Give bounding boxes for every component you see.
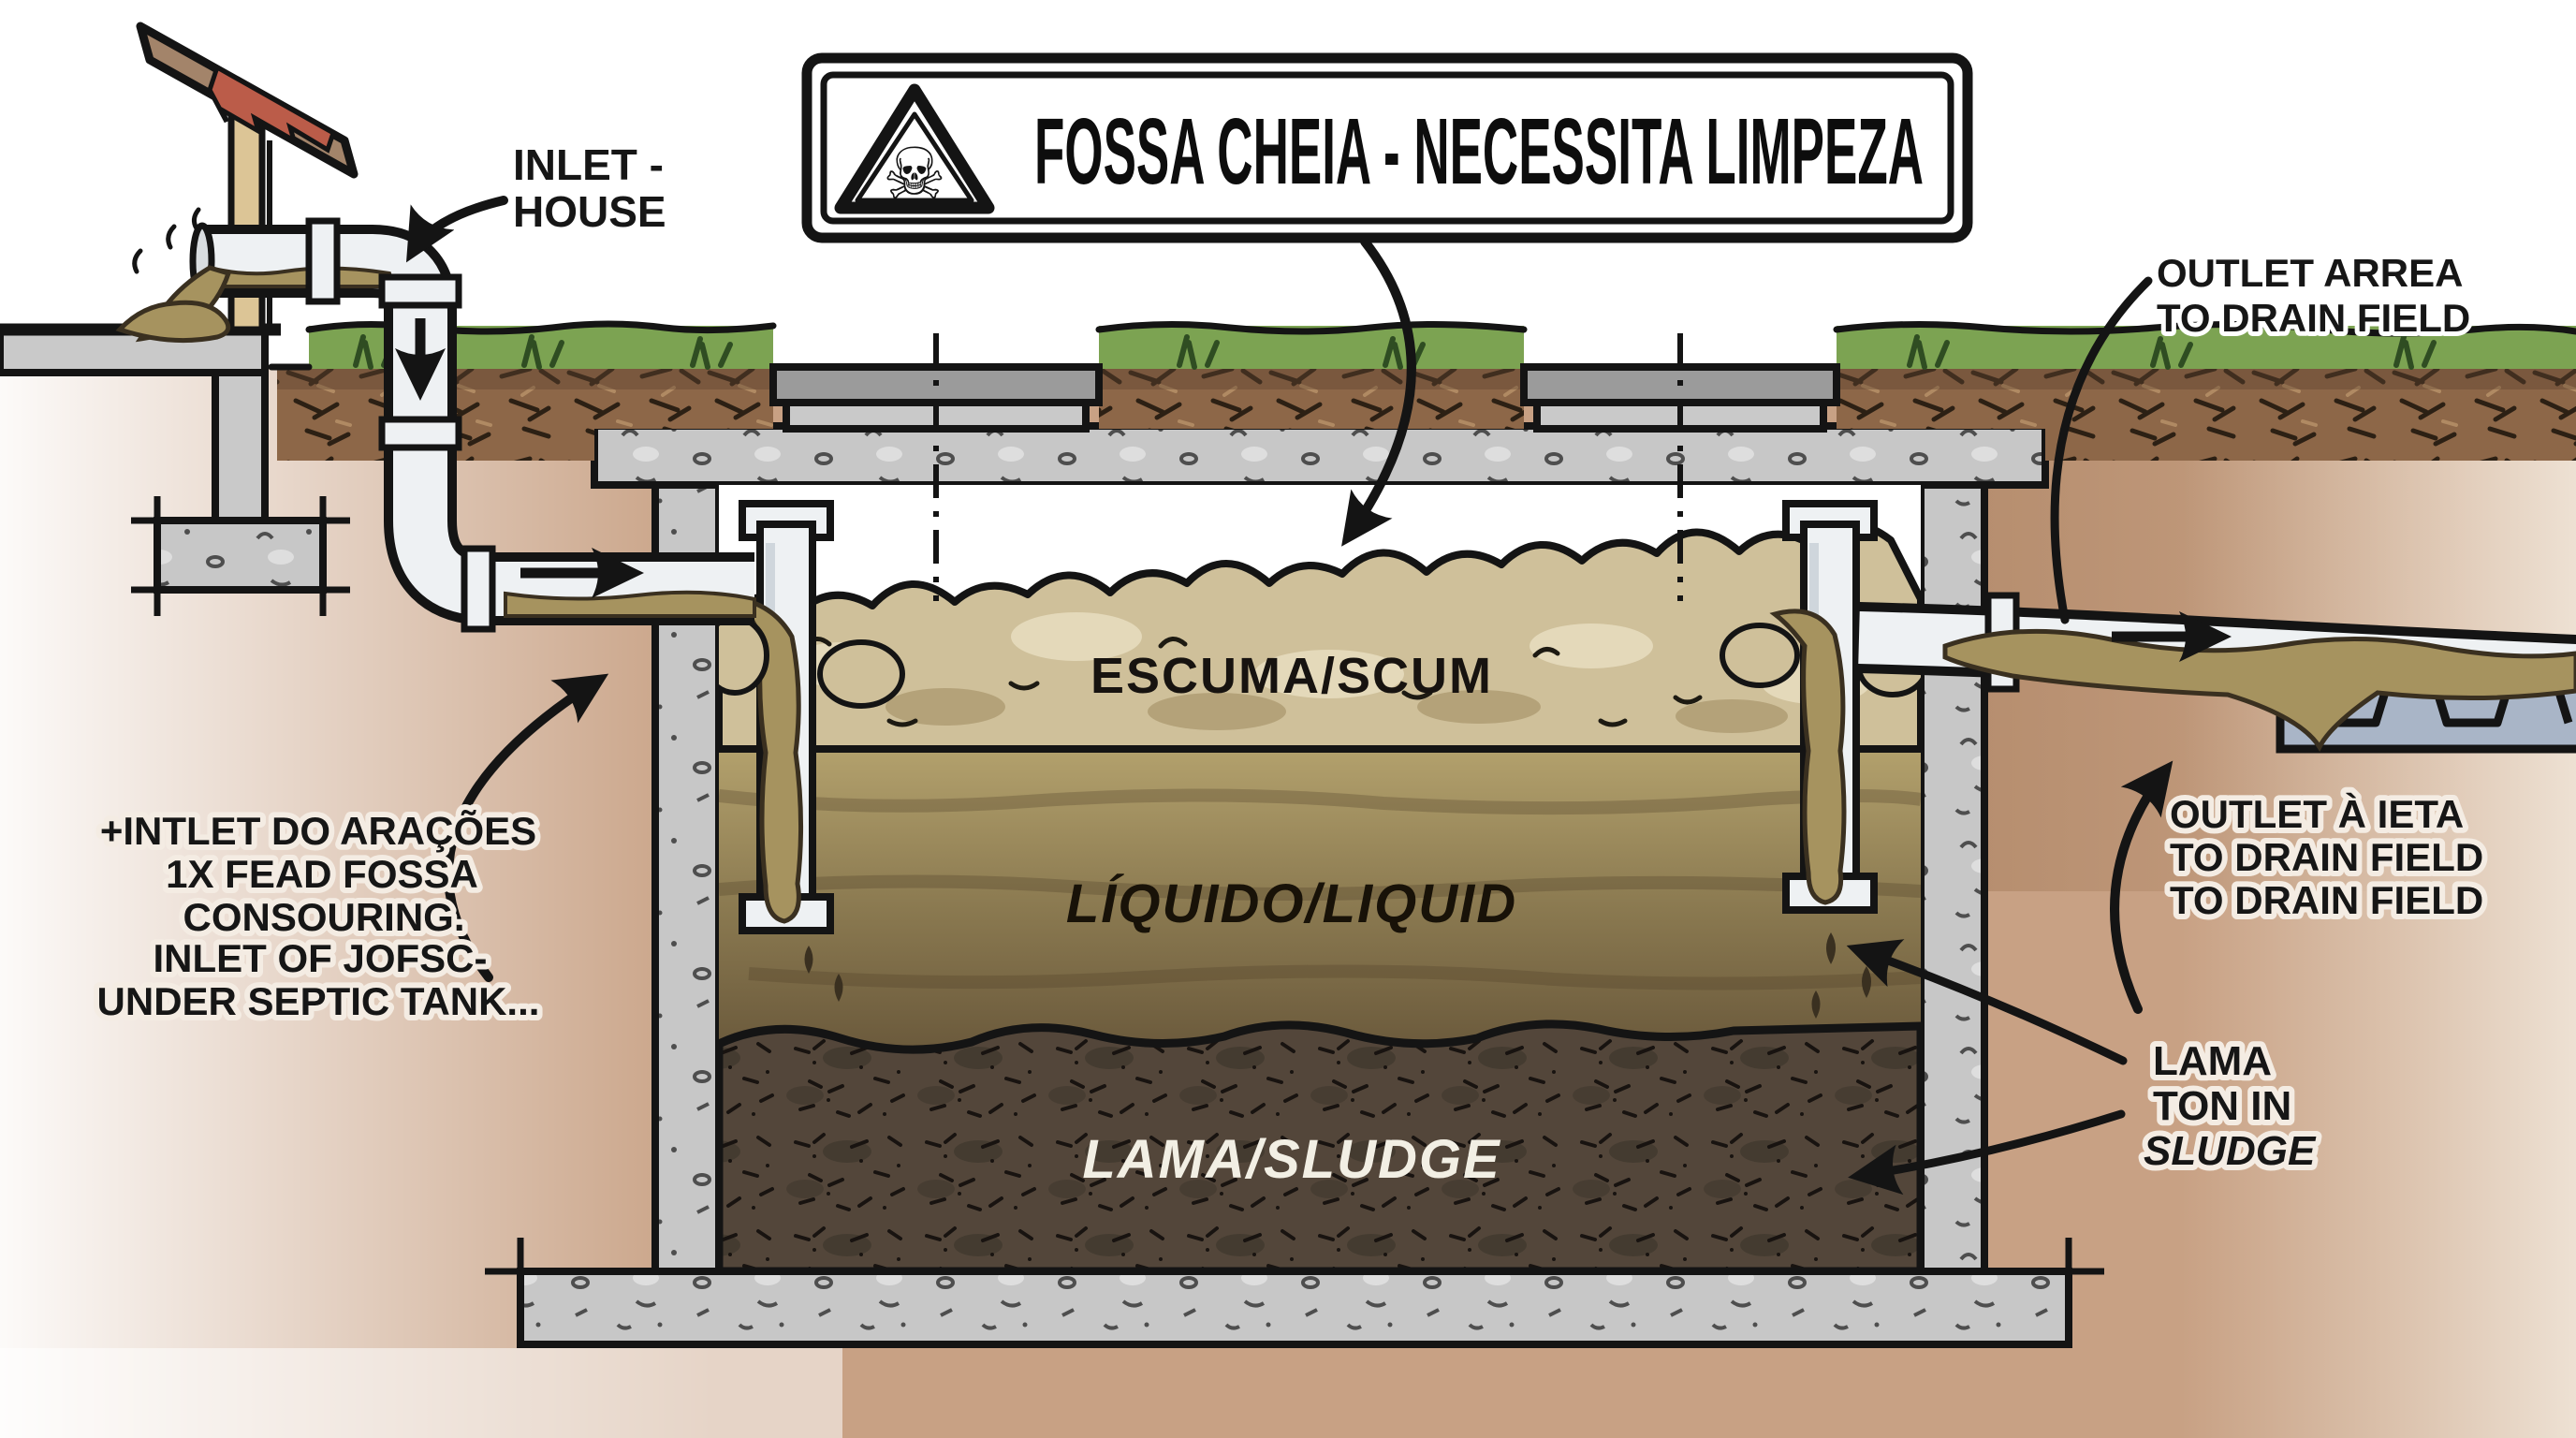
svg-text:INLET OF JOFSC-: INLET OF JOFSC-: [154, 936, 488, 980]
svg-text:TO DRAIN FIELD: TO DRAIN FIELD: [2170, 835, 2483, 879]
ground-line: [268, 320, 2576, 371]
svg-text:1X FEAD FOSSA: 1X FEAD FOSSA: [166, 852, 478, 896]
arrow-outlet-note: [2110, 760, 2174, 1014]
topsoil-band: [277, 367, 2576, 461]
sludge-layer: [719, 1020, 1921, 1271]
svg-text:TO DRAIN FIELD: TO DRAIN FIELD: [2157, 296, 2470, 340]
soil-fade-left: [0, 367, 711, 1438]
callout-arrows: [405, 196, 2174, 1196]
scum-clumps-near-baffles: [719, 615, 1921, 709]
svg-text:OUTLET À IETA: OUTLET À IETA: [2170, 792, 2464, 836]
callout-outlet-area: OUTLET ARREA TO DRAIN FIELD: [2152, 246, 2475, 345]
foundation-wall: [212, 369, 269, 524]
scum-layer: [719, 520, 1921, 753]
splash-marks: [132, 207, 201, 274]
label-scum-layer: ESCUMA/SCUM: [1090, 648, 1493, 704]
tank-bottom-slab: [517, 1268, 2072, 1348]
slab-corner-ticks: [485, 1238, 2104, 1313]
svg-text:UNDER SEPTIC TANK...: UNDER SEPTIC TANK...: [97, 979, 540, 1023]
svg-text:OUTLET ARREA: OUTLET ARREA: [2157, 251, 2463, 295]
roof-tiles: [207, 64, 337, 154]
liquid-streaks: [719, 788, 1921, 990]
warning-banner: ☠ FOSSA CHEIA - NECESSITA LIMPEZA: [801, 52, 1973, 243]
pipe-couplings: [305, 217, 496, 633]
svg-text:LAMA: LAMA: [2153, 1038, 2272, 1084]
svg-text:SLUDGE: SLUDGE: [2144, 1128, 2317, 1174]
skull-warning-icon: ☠: [834, 83, 995, 214]
svg-text:☠: ☠: [883, 135, 946, 214]
outlet-pipe: [1857, 592, 2576, 754]
callout-texts: INLET - HOUSE OUTLET ARREA TO DRAIN FIEL…: [92, 140, 2490, 1180]
liquid-layer: [719, 740, 1921, 1049]
svg-text:TON IN: TON IN: [2153, 1083, 2291, 1129]
outlet-stream: [1769, 609, 1847, 905]
soil-fade-bottom: [0, 1348, 842, 1438]
soil-fade-right: [2181, 367, 2576, 1438]
footing-ticks: [131, 496, 350, 616]
arrow-inlet-note: [444, 673, 609, 982]
label-liquid-layer: LÍQUIDO/LIQUID: [1066, 873, 1517, 934]
banner-title: FOSSA CHEIA - NECESSITA LIMPEZA: [1034, 99, 1924, 204]
svg-text:INLET -: INLET -: [513, 140, 664, 189]
foundation-footing: [154, 517, 327, 594]
arrow-banner-to-tank: [1341, 237, 1416, 547]
svg-text:+INTLET DO ARAÇÕES: +INTLET DO ARAÇÕES: [100, 808, 536, 853]
inlet-pipe: [115, 207, 756, 633]
callout-inlet-note: +INTLET DO ARAÇÕES 1X FEAD FOSSA CONSOUR…: [92, 802, 546, 1029]
callout-outlet-note: OUTLET À IETA TO DRAIN FIELD TO DRAIN FI…: [2164, 786, 2489, 928]
pipe-liquid-top-run: [208, 265, 396, 288]
access-hatches: [769, 333, 1840, 601]
arrow-inlet-house: [405, 196, 508, 263]
arrow-sludge-note-upper: [1846, 939, 2128, 1065]
tank-lid: [591, 422, 2049, 489]
svg-text:TO DRAIN FIELD: TO DRAIN FIELD: [2170, 878, 2483, 922]
grass-band: [309, 326, 2576, 369]
callout-inlet-house: INLET - HOUSE: [513, 140, 666, 236]
svg-text:HOUSE: HOUSE: [513, 187, 666, 236]
leader-outlet-area: [2050, 276, 2153, 624]
topsoil-dark-top: [277, 367, 2576, 389]
grass-tufts: [353, 334, 2437, 370]
inlet-pipe-liquid: [504, 590, 756, 618]
arrow-sludge-note-lower: [1848, 1109, 2126, 1196]
hatch-centerlines: [933, 333, 1683, 601]
svg-text:CONSOURING.: CONSOURING.: [183, 895, 464, 939]
callout-sludge-note: LAMA TON IN SLUDGE: [2138, 1033, 2322, 1180]
spill-splash: [115, 300, 231, 344]
tank-interior: ESCUMA/SCUM LÍQUIDO/LIQUID LAMA/SLUDGE: [719, 485, 1921, 1271]
label-sludge-layer: LAMA/SLUDGE: [1082, 1129, 1501, 1190]
